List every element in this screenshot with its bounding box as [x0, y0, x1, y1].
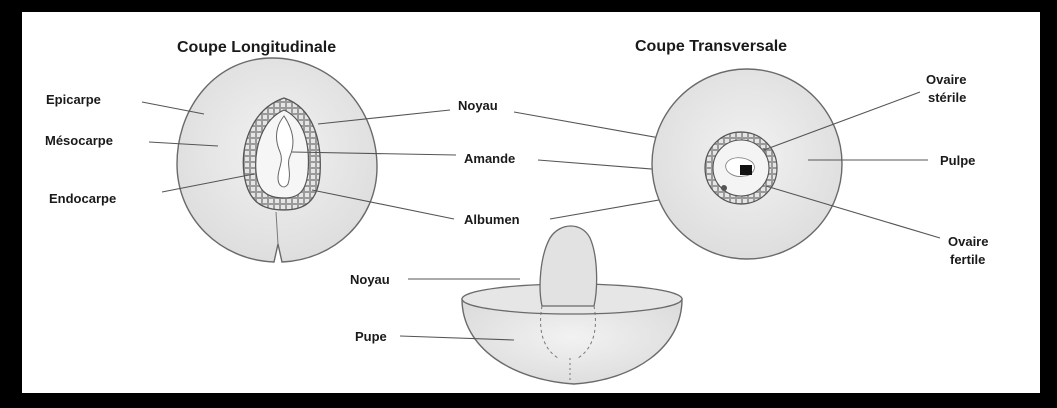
- longitudinal-section: [177, 58, 377, 262]
- label-ovaire-fertile-2: fertile: [950, 252, 985, 267]
- label-mesocarpe: Mésocarpe: [45, 133, 113, 148]
- transversal-amande: [740, 165, 752, 175]
- label-amande: Amande: [464, 151, 515, 166]
- cut-fruit-section: [462, 226, 682, 384]
- transversal-fertile-ovule: [721, 185, 727, 191]
- label-endocarpe: Endocarpe: [49, 191, 116, 206]
- label-albumen: Albumen: [464, 212, 520, 227]
- transversal-section: [652, 69, 842, 259]
- fruit-section-diagram: Coupe Longitudinale Coupe Transversale E…: [22, 12, 1040, 393]
- label-epicarpe: Epicarpe: [46, 92, 101, 107]
- label-noyau-bottom: Noyau: [350, 272, 390, 287]
- label-ovaire-sterile-2: stérile: [928, 90, 966, 105]
- title-longitudinal: Coupe Longitudinale: [177, 39, 336, 56]
- label-pupe: Pupe: [355, 329, 387, 344]
- figure-panel: Coupe Longitudinale Coupe Transversale E…: [20, 10, 1042, 395]
- label-pulpe: Pulpe: [940, 153, 975, 168]
- label-ovaire-fertile-1: Ovaire: [948, 234, 988, 249]
- title-transversal: Coupe Transversale: [635, 38, 787, 55]
- label-ovaire-sterile-1: Ovaire: [926, 72, 966, 87]
- stone-noyau: [540, 226, 597, 306]
- label-noyau-top: Noyau: [458, 98, 498, 113]
